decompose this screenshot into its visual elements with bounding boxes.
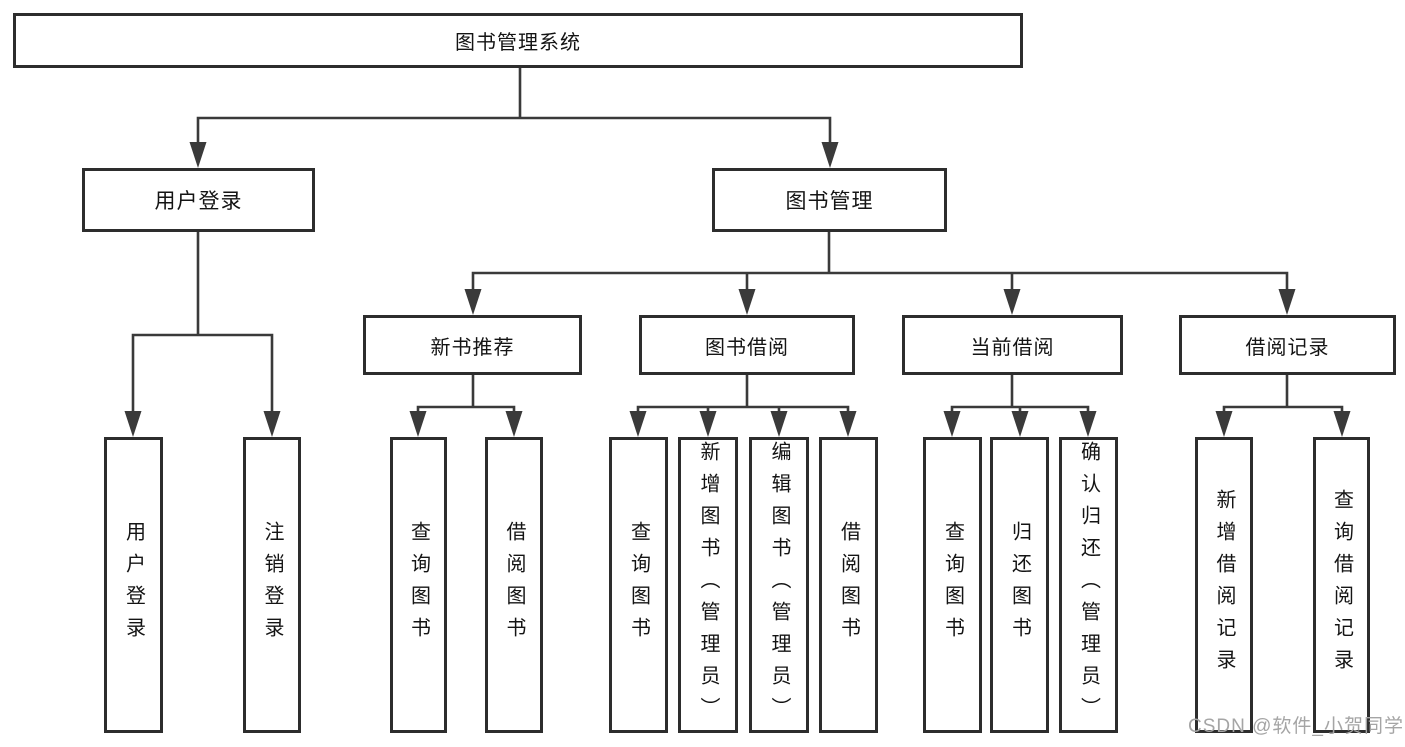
node-book-management: 图书管理 (712, 168, 947, 232)
arrow-icon (821, 142, 839, 168)
leaf-query-books-current: 查询图书 (923, 437, 982, 733)
leaf-edit-books-admin: 编辑图书（管理员） (749, 437, 809, 733)
leaf-return-books: 归还图书 (990, 437, 1049, 733)
node-user-login: 用户登录 (82, 168, 315, 232)
connector-root-to-level2 (196, 116, 832, 146)
node-label: 用户登录 (122, 521, 145, 649)
leaf-user-login: 用户登录 (104, 437, 163, 733)
arrow-icon (629, 411, 647, 437)
node-label: 借阅图书 (503, 521, 525, 649)
node-label: 查询借阅记录 (1330, 489, 1353, 681)
node-label: 新书推荐 (430, 336, 515, 359)
connector-borrowing-to-leaves (636, 405, 850, 413)
node-new-book-recommendation: 新书推荐 (363, 315, 582, 375)
node-label: 新增图书（管理员） (697, 441, 719, 729)
arrow-icon (839, 411, 857, 437)
arrow-icon (1278, 289, 1296, 315)
node-label: 图书管理 (785, 190, 874, 213)
arrow-icon (263, 411, 281, 437)
csdn-watermark: CSDN @软件_小贺同学 (1188, 716, 1404, 737)
node-label: 查询图书 (407, 521, 430, 649)
arrow-icon (770, 411, 788, 437)
arrow-icon (943, 411, 961, 437)
node-label: 归还图书 (1008, 521, 1031, 649)
arrow-icon (1079, 411, 1097, 437)
connector-newbook-to-leaves (416, 405, 516, 413)
node-label: 借阅记录 (1245, 336, 1330, 359)
leaf-query-books-recommend: 查询图书 (390, 437, 447, 733)
node-book-borrowing: 图书借阅 (639, 315, 855, 375)
node-label: 用户登录 (154, 190, 243, 213)
node-library-management-system: 图书管理系统 (13, 13, 1023, 68)
leaf-add-books-admin: 新增图书（管理员） (678, 437, 738, 733)
arrow-icon (409, 411, 427, 437)
node-label: 图书借阅 (705, 336, 789, 359)
arrow-icon (1215, 411, 1233, 437)
connector-userlogin-to-leaves (131, 333, 274, 413)
connector-bookmgmt-to-level3 (471, 271, 1289, 293)
connector-lines (131, 68, 1344, 413)
node-label: 查询图书 (627, 521, 650, 649)
arrow-icon (124, 411, 142, 437)
arrow-icon (505, 411, 523, 437)
arrow-icon (738, 289, 756, 315)
node-borrowing-records: 借阅记录 (1179, 315, 1396, 375)
node-label: 图书管理系统 (455, 32, 581, 54)
arrow-icon (464, 289, 482, 315)
leaf-confirm-return-admin: 确认归还（管理员） (1059, 437, 1118, 733)
leaf-borrow-books-recommend: 借阅图书 (485, 437, 543, 733)
leaf-add-borrow-record: 新增借阅记录 (1195, 437, 1253, 733)
node-label: 借阅图书 (837, 521, 860, 649)
node-label: 确认归还（管理员） (1077, 441, 1100, 729)
node-label: 注销登录 (261, 521, 283, 649)
node-current-borrowing: 当前借阅 (902, 315, 1123, 375)
arrow-icon (1333, 411, 1351, 437)
connector-records-to-leaves (1222, 405, 1344, 413)
leaf-query-books-borrowing: 查询图书 (609, 437, 668, 733)
node-label: 当前借阅 (970, 336, 1055, 359)
arrow-icon (1011, 411, 1029, 437)
leaf-borrow-books: 借阅图书 (819, 437, 878, 733)
arrow-icon (1003, 289, 1021, 315)
node-label: 新增借阅记录 (1213, 489, 1235, 681)
node-label: 查询图书 (941, 521, 964, 649)
leaf-query-borrow-record: 查询借阅记录 (1313, 437, 1370, 733)
node-label: 编辑图书（管理员） (768, 441, 790, 729)
arrow-icon (699, 411, 717, 437)
leaf-logout: 注销登录 (243, 437, 301, 733)
arrow-icon (189, 142, 207, 168)
